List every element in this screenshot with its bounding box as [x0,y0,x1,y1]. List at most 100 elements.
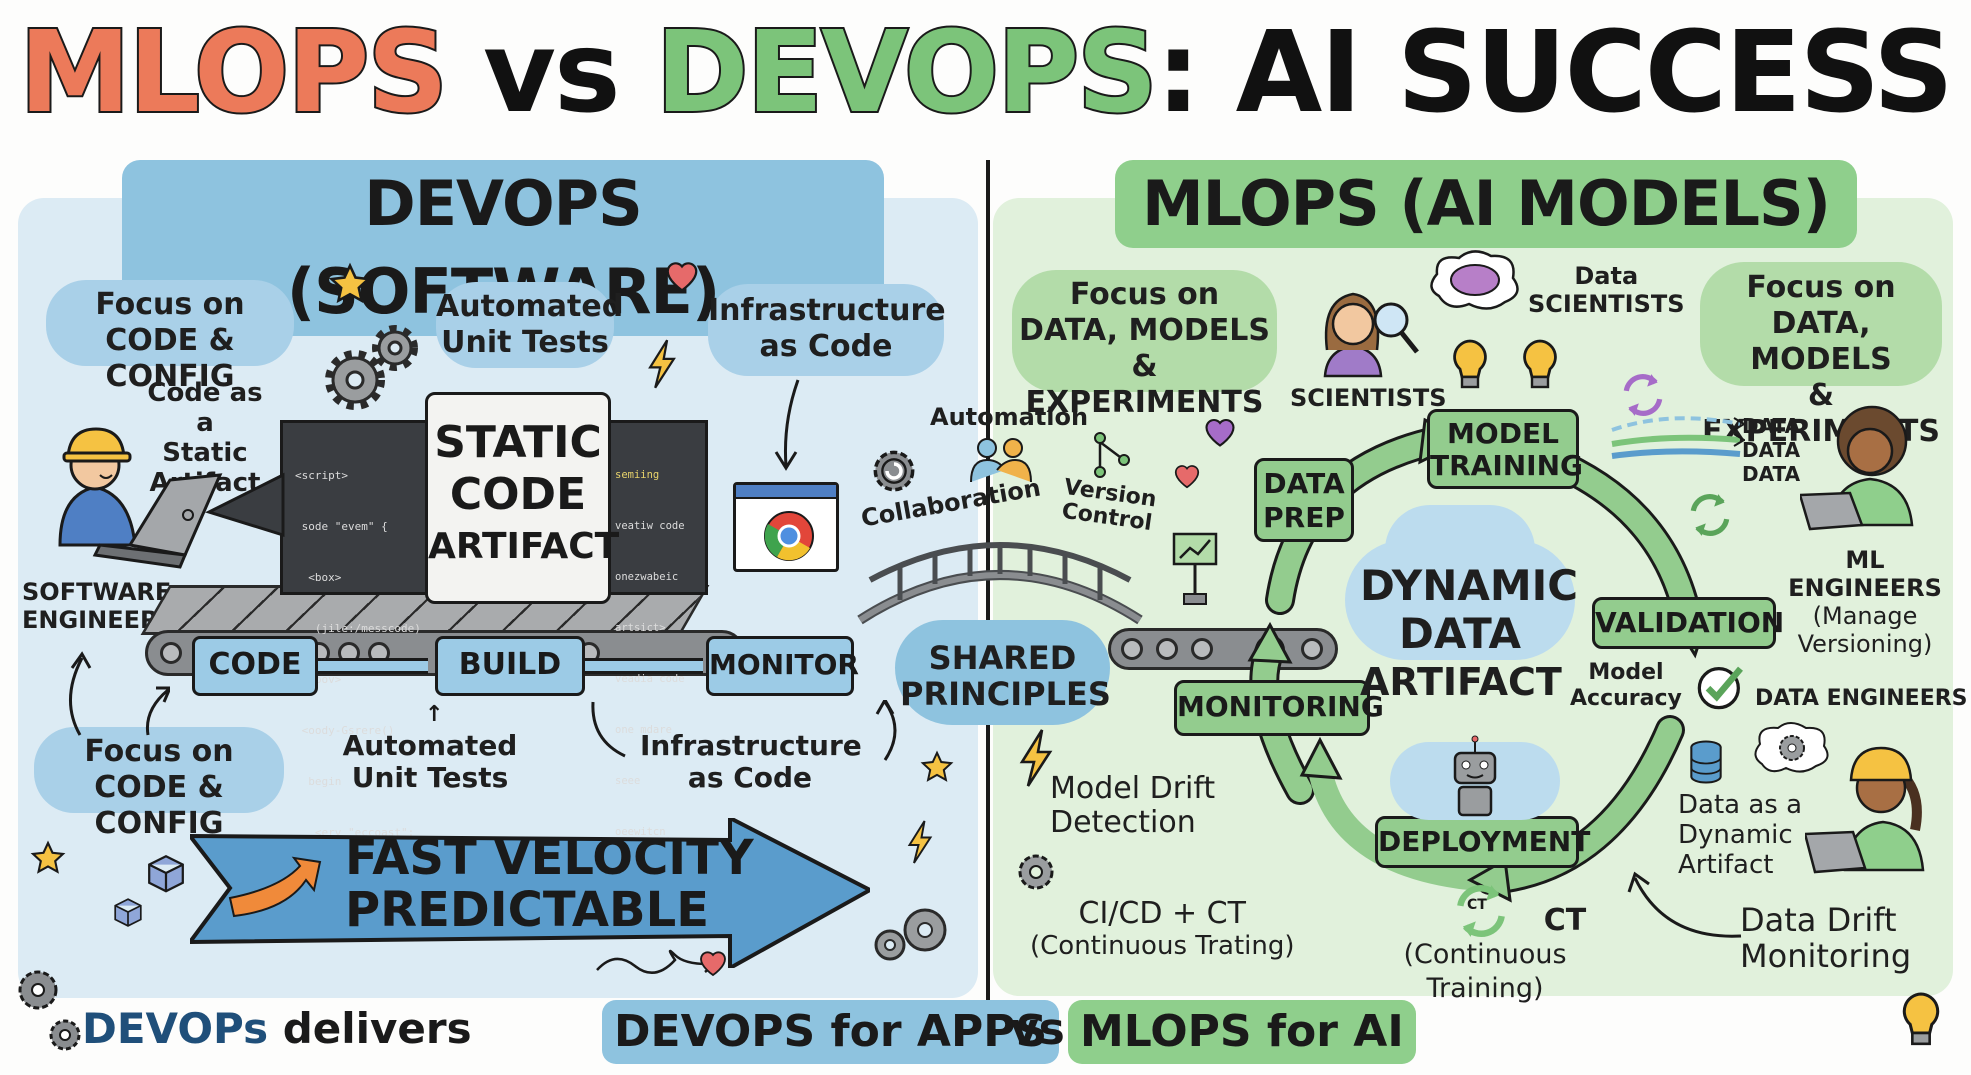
software-engineer-label: SOFTWARE ENGINEER [22,578,172,634]
arrow-code-build [318,658,428,674]
mlops-header: MLOPS (AI MODELS) [1115,160,1857,248]
iac-line-1: Infrastructure [708,293,946,328]
ds-line-1: Data [1574,262,1639,290]
star-icon [30,840,66,874]
stage-validation: VALIDATION [1592,597,1784,649]
software-engineer-icon [58,427,223,569]
devops-delivers: DEVOPs delivers [82,1004,472,1053]
stage-data-prep: DATA PREP [1254,458,1354,542]
cicd-line-2: (Continuous Trating) [1030,931,1295,961]
shared-line-2: PRINCIPLES [900,675,1111,713]
tests-line-2: Unit Tests [441,325,609,360]
static-code-artifact-scroll: STATIC CODE ARTIFACT [425,392,620,604]
center-line-3: ARTIFACT [1360,660,1562,704]
center-line-1: DYNAMIC [1360,561,1579,610]
engineer-line-2: ENGINEER [22,606,159,634]
refresh-icon [1623,374,1663,416]
ml-engineers-label: ML ENGINEERS (Manage Versioning) [1780,546,1950,658]
focus-code-config-bottom: Focus on CODE & CONFIG [34,727,284,841]
arrow-build-monitor [585,658,703,674]
dynamic-line-3: Artifact [1678,850,1774,880]
gears-icon [325,325,418,410]
focus-right-line-1: Focus on [1746,270,1896,305]
bridge-icon [857,542,1143,625]
data-prep-line-1: DATA [1263,467,1345,500]
focus-data-models-right: Focus on DATA, MODELS & EXPERIMENTS [1700,262,1942,449]
title-vs: vs [446,8,656,138]
ct-badge-text: CT [1467,897,1487,913]
roller-icon [160,642,182,664]
focus-bottom-line-1: Focus on [84,734,234,769]
heart-icon [1174,465,1200,489]
iac-bottom-line-1: Infrastructure [640,729,862,762]
cube-icon [148,854,184,893]
footer-vs: vs [1010,1004,1065,1055]
code-line: sode "evem" { [295,520,388,533]
ct-line-1: CT [1543,903,1587,938]
automated-tests-bottom: Automated Unit Tests [340,730,520,794]
title-mlops: MLOPS [17,6,450,140]
data-drift-line-1: Data Drift [1740,901,1897,939]
engineer-line-1: SOFTWARE [22,578,172,606]
arrow-down-icon [774,379,800,471]
code-static-line-1: Code as a [147,378,263,438]
lightbulb-icon [1453,339,1487,389]
cicd-ct-label: CI/CD + CT (Continuous Trating) [1030,898,1294,962]
ml-engineer-icon [1800,405,1914,531]
code-line: semiing [615,469,660,481]
iac-bubble: Infrastructure as Code [708,284,946,376]
code-line: <script> [295,469,348,482]
cube-icon [114,898,142,927]
roller-icon [1191,638,1213,660]
ct-cycle-icon [1457,885,1505,937]
stage-code: CODE [192,636,318,696]
title-devops: DEVOPS [654,6,1160,140]
dynamic-data-artifact: DYNAMIC DATA ARTIFACT [1360,561,1579,706]
river-shape [895,620,1110,725]
accuracy-line-2: Accuracy [1570,686,1682,711]
brain-thought-icon [1430,250,1519,310]
page-title: MLOPS vs DEVOPS: AI SUCCESS [0,6,1971,140]
stage-build: BUILD [435,636,585,696]
version-branch-icon [1094,432,1130,478]
focus-left-line-2: DATA, MODELS [1018,313,1270,348]
people-collaboration-icon [970,438,1032,483]
chrome-logo-icon [764,511,814,561]
ml-eng-line-3: Versioning) [1797,630,1933,658]
code-line: veadia code [615,673,685,685]
database-icon [1690,740,1722,784]
curved-arrow-icon [1627,871,1742,938]
code-line: begin [295,775,342,788]
devops-for-apps-pill: DEVOPS for APPS [602,1000,1060,1064]
title-rest: : AI SUCCESS [1155,8,1954,138]
speech-tail-icon [205,472,285,538]
shared-line-1: SHARED [928,639,1077,677]
fast-line-2: PREDICTABLE [345,882,709,938]
shared-principles-label: SHARED PRINCIPLES [900,639,1111,713]
focus-bottom-line-2: CODE & CONFIG [94,770,224,841]
focus-right-line-2: DATA, MODELS [1750,306,1892,377]
dynamic-line-1: Data as a [1678,790,1803,820]
heart-icon [666,262,698,292]
code-line: <box> [295,571,342,584]
code-window-right: semiing veatiw code onezwabeic artsict> … [600,420,708,940]
code-line: onezwabeic [615,571,679,583]
browser-titlebar [736,485,836,499]
code-line: artsict> [615,622,666,634]
tests-line-1: Automated [436,289,624,324]
lightbulb-icon [1902,992,1940,1046]
code-line: one mdare [615,724,672,736]
stage-monitoring: MONITORING [1174,680,1384,736]
scientists-label: SCIENTISTS [1290,384,1447,412]
data-engineer-icon [1805,746,1925,874]
stage-deployment: DEPLOYMENT [1375,816,1590,868]
checkmark-icon [1697,666,1743,710]
artifact-line-3: ARTIFACT [428,526,620,567]
iac-bottom-line-2: as Code [687,761,813,794]
refresh-icon [1690,494,1730,536]
automation-label: Automation [930,403,1089,431]
drift-line-2: Detection [1050,805,1196,840]
focus-code-config-bubble: Focus on CODE & CONFIG [46,280,294,394]
gear-refresh-icon [873,450,915,492]
focus-left-line-3: & EXPERIMENTS [1025,349,1264,420]
